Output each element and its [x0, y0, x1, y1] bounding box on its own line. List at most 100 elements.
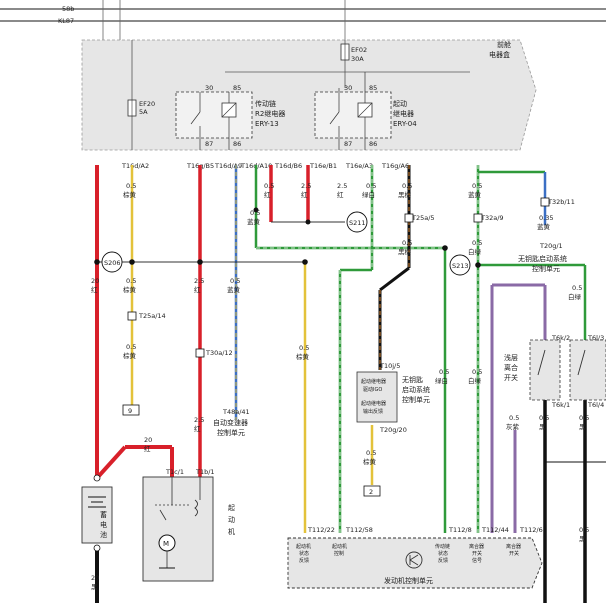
splice-labels: S206 S211 S213 — [101, 211, 471, 276]
keyless-mid-line3: 控制单元 — [402, 395, 430, 404]
relay-start-box — [314, 91, 392, 139]
label-ef20-size: 0.5 — [126, 182, 136, 190]
label-by-size: 0.5 — [250, 209, 260, 217]
start-relay-module: 起动继电器 驱动IGO 起动继电器 输出反馈 无钥匙 启动系统 控制单元 — [356, 371, 430, 423]
ecu-pin3-l3: 反馈 — [438, 557, 448, 564]
splice-s213-marker — [449, 254, 471, 276]
label-t6k1: T6k/1 — [551, 401, 570, 409]
label-wg-color: 蓝黄 — [468, 190, 482, 199]
keyless-mid-line1: 无钥匙 — [402, 375, 423, 384]
label-ecu-gw-size: 0.5 — [439, 368, 449, 376]
label-bat-gnd-size: 20 — [91, 574, 99, 582]
fuse-ef02-name: EF02 — [351, 46, 367, 54]
label-ecu-wg-color: 白绿 — [468, 376, 482, 385]
label-t112-44: T112/44 — [481, 526, 509, 534]
label-035: 0.35 — [539, 214, 553, 222]
starter-line2: 动 — [228, 515, 235, 524]
label-ecu-gw-color: 绿白 — [435, 376, 448, 385]
label-gnd1-color: 黑 — [539, 423, 546, 431]
relay-r2-pin30: 30 — [205, 84, 213, 92]
label-ef20-color: 棕黄 — [123, 190, 137, 199]
label-gnd2-color: 黑 — [579, 423, 586, 431]
label-by3-color: 蓝黄 — [227, 285, 241, 294]
label-b6-size: 2.5 — [301, 182, 311, 190]
wire-labels: 0.5 棕黄 0.5 红 2.5 红 2.5 红 0.5 绿白 0.5 黑棕 T… — [91, 182, 589, 591]
keyless-mid-line2: 启动系统 — [402, 385, 430, 394]
keyless-top-line2: 控制单元 — [532, 264, 560, 273]
ecu-pin4-l3: 信号 — [472, 557, 482, 564]
label-t32a9: T32a/9 — [480, 214, 504, 222]
label-t20g20: T20g/20 — [379, 426, 407, 434]
label-gnd3-color: 黑 — [579, 535, 586, 543]
splice-s211-label: S211 — [349, 219, 366, 227]
relay-r2-pin87: 87 — [205, 140, 213, 148]
fuse-ef20-rating: 5A — [139, 108, 148, 116]
relay-start-pin85: 85 — [369, 84, 377, 92]
label-bat-size: 20 — [91, 277, 99, 285]
conn-t16d-b6: T16d/B6 — [274, 162, 302, 170]
rail-label-58b: 58b — [62, 5, 74, 13]
label-r3-color: 红 — [194, 424, 201, 433]
label-bat-gnd-color: 黑 — [91, 583, 98, 591]
ecu-pin2-l2: 控制 — [334, 550, 344, 557]
label-gw-size: 0.5 — [366, 182, 376, 190]
fuse-box-title-1: 前舱 — [497, 40, 511, 49]
relay-box-l2: 驱动IGO — [363, 386, 382, 393]
relay-r2-line3: ERY-13 — [255, 120, 279, 128]
label-t112-6: T112/6 — [519, 526, 543, 534]
relay-box-l4: 输出反馈 — [363, 408, 383, 415]
label-t112-8: T112/8 — [448, 526, 472, 534]
label-bat-color: 红 — [91, 285, 98, 294]
relay-r2-box — [175, 91, 253, 139]
label-bb2-color: 黑棕 — [398, 247, 412, 256]
battery-line3: 池 — [100, 530, 107, 539]
label-by3-size: 0.5 — [230, 277, 240, 285]
label-t20g1: T20g/1 — [539, 242, 563, 250]
tcu-line1: 自动变速器 — [213, 418, 248, 427]
relay-box-l3: 起动继电器 — [361, 400, 386, 407]
label-t6l3: T6l/3 — [587, 334, 604, 342]
label-t112-58: T112/58 — [345, 526, 373, 534]
relay-start-line2: 继电器 — [393, 109, 414, 118]
fuse-ef02-rating: 30A — [351, 55, 364, 63]
clutch-line1: 浅层 — [504, 353, 518, 362]
clutch-switches: T6k/2 T6k/1 T6l/3 T6l/4 浅层 离合 开关 — [504, 334, 606, 409]
ref-2-label: 2 — [369, 488, 373, 496]
ecu-pin4-l2: 开关 — [472, 550, 482, 557]
ecu-pin4-l1: 离合器 — [469, 543, 484, 550]
label-t1c1: T1c/1 — [165, 468, 184, 476]
label-035-color: 蓝黄 — [537, 222, 551, 231]
ecu-pin1-l2: 状态 — [299, 550, 309, 557]
conn-t16e-a3: T16e/A3 — [345, 162, 373, 170]
label-ecu-by-size: 0.5 — [299, 344, 309, 352]
label-r2-size: 2.5 — [194, 277, 204, 285]
relay-start-line3: ERY-04 — [393, 120, 417, 128]
battery-line1: 蓄 — [100, 510, 107, 519]
label-b1-color: 红 — [337, 190, 344, 199]
label-wg-size: 0.5 — [472, 182, 482, 190]
starter-motor: T1c/1 T1b/1 M 起 动 机 — [142, 468, 235, 582]
label-t6k2: T6k/2 — [551, 334, 570, 342]
label-r3-size: 2.5 — [194, 416, 204, 424]
label-relay-out-size: 0.5 — [366, 449, 376, 457]
label-by2-size: 0.5 — [126, 277, 136, 285]
label-t10j5: T10j/5 — [379, 362, 400, 370]
keyless-top-line1: 无钥匙启动系统 — [518, 254, 567, 263]
label-r-wg-color: 白绿 — [568, 292, 582, 301]
label-t6l4: T6l/4 — [587, 401, 604, 409]
ref-box-2 — [363, 485, 381, 497]
wire-red-battery-link — [95, 445, 127, 480]
relay-start-pin86: 86 — [369, 140, 377, 148]
label-gnd3-size: 0.5 — [579, 526, 589, 534]
label-bb2-size: 0.5 — [402, 239, 412, 247]
ecu-pin5-l2: 开关 — [509, 550, 519, 557]
relay-start-pin87: 87 — [344, 140, 352, 148]
label-ecu-by-color: 棕黄 — [296, 352, 310, 361]
svg-text:M: M — [163, 540, 169, 548]
tcu-line2: 控制单元 — [217, 428, 245, 437]
label-wg2-size: 0.5 — [472, 239, 482, 247]
relay-r2-pin86: 86 — [233, 140, 241, 148]
splice-s211-marker — [346, 211, 368, 233]
relay-r2-pin85: 85 — [233, 84, 241, 92]
